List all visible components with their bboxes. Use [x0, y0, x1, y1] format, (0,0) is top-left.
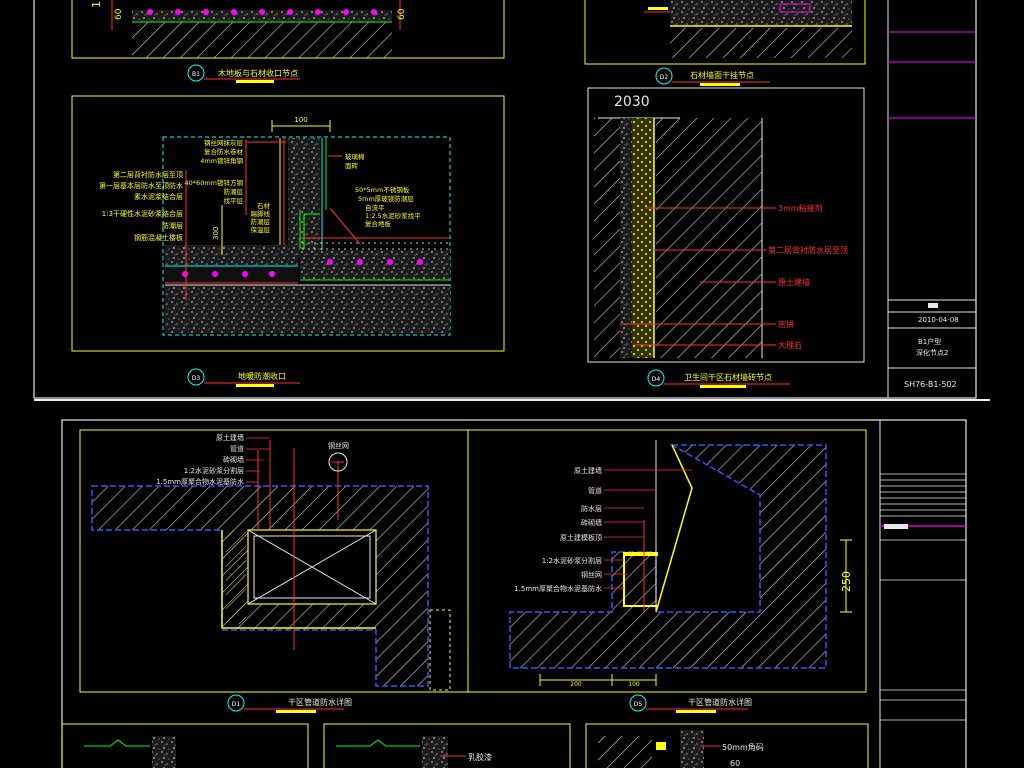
d5-label: 防水层	[581, 504, 602, 513]
d1-callout: 钢丝网	[328, 441, 349, 450]
d4-title: 卫生间干区石材墙砖节点	[684, 372, 772, 382]
d4-tag: D4	[652, 376, 661, 383]
d3-left-label: 钢筋混凝土楼板	[134, 233, 183, 242]
d1-label: 原土建墙	[216, 433, 244, 442]
d3-right-label: 复合地板	[365, 219, 392, 228]
d1-label: 管道	[230, 444, 244, 453]
d5-dim-a: 200	[570, 681, 582, 688]
d3-center-label: 40*60mm镀锌方钢	[185, 178, 244, 187]
b1-tag: B1	[192, 71, 200, 78]
d5-label: 原土建模板顶	[560, 533, 602, 542]
d5-title: 干区管道防水详图	[688, 697, 752, 707]
d3-left-label: 第二层背衬防水层至顶	[113, 170, 183, 179]
d1-label: 1:2水泥砂浆分割层	[184, 466, 244, 475]
d1-title: 干区管道防水详图	[288, 697, 352, 707]
bottom-title-block	[879, 420, 966, 768]
d5-tag: D5	[634, 701, 643, 708]
panel-d5: 原土建墙 管道 防水层 砖砌墙 原土建模板顶 1:2水泥砂浆分割层 钢丝网 1.…	[467, 429, 867, 713]
d2-tag: D2	[660, 74, 669, 81]
d3-center-label: 踢脚线	[251, 209, 271, 218]
d3-right-label: 玻璃棉	[345, 152, 365, 161]
bottom-sheet-frame	[61, 419, 967, 768]
d4-label: 第二层背衬防水层至顶	[768, 245, 848, 255]
d3-center-label: 4mm镀锌角钢	[200, 156, 243, 165]
d3-right-label: 面砖	[345, 161, 359, 170]
tb-sheet-no: SH76-B1-502	[904, 380, 957, 389]
d3-center-label: 复合防水卷材	[204, 147, 244, 156]
d5-label: 1.5mm厚聚合物水泥基防水	[514, 584, 602, 593]
d3-left-label: 1:3干硬性水泥砂浆结合层	[102, 209, 183, 218]
d3-right-label: 5mm厚玻镁防潮层	[358, 194, 414, 203]
d5-label: 1:2水泥砂浆分割层	[542, 556, 602, 565]
b1-dim-60-right: 60	[397, 8, 407, 20]
d5-labels: 原土建墙 管道 防水层 砖砌墙 原土建模板顶 1:2水泥砂浆分割层 钢丝网 1.…	[514, 466, 602, 593]
d5-dim-b: 100	[628, 681, 640, 688]
b1-title: 木地板与石材收口节点	[218, 68, 298, 78]
d3-right-label: 50*5mm不锈钢板	[355, 185, 410, 194]
d3-dim-top: 100	[294, 116, 307, 124]
d3-tag: D3	[192, 375, 201, 382]
d4-label: 原土建墙	[778, 277, 810, 287]
d1-label: 砖砌墙	[223, 455, 244, 464]
d4-label: 3mm粘接剂	[778, 203, 823, 213]
d3-center-label: 石材	[257, 201, 271, 210]
panel-b1: 110 60 60 B1 木地板与石材收口节点	[71, 0, 505, 83]
d4-dim-2030: 2030	[614, 94, 650, 110]
tb-project: B1户型	[918, 337, 941, 346]
tb-date: 2010-04-08	[918, 316, 959, 324]
d5-dim-vertical: 250	[840, 571, 853, 592]
d3-center-label: 防潮层	[251, 217, 271, 226]
top-sheet: 110 60 60 B1 木地板与石材收口节点 D2 石材墙面干挂节点	[33, 0, 990, 401]
d5-label: 钢丝网	[581, 570, 602, 579]
top-title-block: 2010-04-08 B1户型 深化节点2 SH76-B1-502	[887, 0, 977, 399]
d3-center-label: 找平层	[224, 196, 244, 205]
strip-label: 50mm角码	[722, 742, 764, 752]
d5-label: 砖砌墙	[581, 518, 602, 527]
d3-center-label: 防潮层	[224, 187, 244, 196]
d3-right-label: 自流平	[365, 203, 385, 212]
d1-label: 1.5mm厚聚合物水泥基防水	[156, 477, 244, 486]
d4-label: 大理石	[778, 340, 802, 350]
strip-label: 60	[730, 759, 740, 768]
d3-left-label: 防潮层	[162, 221, 183, 230]
d1-tag: D1	[232, 701, 241, 708]
d5-label: 管道	[588, 486, 602, 495]
d3-left-labels: 第二层背衬防水层至顶 第一层基本层防水至顶防水 素水泥浆结合层 1:3干硬性水泥…	[99, 170, 183, 242]
d3-center-labels: 钢丝网抹灰层 复合防水卷材 4mm镀锌角钢 40*60mm镀锌方钢 防潮层 找平…	[185, 138, 271, 234]
panel-d2: D2 石材墙面干挂节点	[584, 0, 866, 86]
d3-center-label: 保温层	[251, 225, 271, 234]
bottom-sheet: 原土建墙 管道 砖砌墙 1:2水泥砂浆分割层 1.5mm厚聚合物水泥基防水 钢丝…	[61, 419, 967, 768]
panel-d3: 100 300 第二层背衬	[71, 95, 505, 387]
d3-right-label: 1:2.5水泥砂浆找平	[365, 211, 421, 220]
d3-center-label: 钢丝网抹灰层	[204, 138, 244, 147]
d3-dim-side: 300	[212, 227, 220, 240]
d4-label: 密拼	[778, 319, 794, 329]
d5-label: 原土建墙	[574, 466, 602, 475]
panel-d1: 原土建墙 管道 砖砌墙 1:2水泥砂浆分割层 1.5mm厚聚合物水泥基防水 钢丝…	[79, 429, 469, 713]
d3-title: 地暖防潮收口	[238, 371, 286, 381]
d3-left-label: 第一层基本层防水至顶防水	[99, 181, 183, 190]
d3-right-labels: 玻璃棉 面砖 50*5mm不锈钢板 5mm厚玻镁防潮层 自流平 1:2.5水泥砂…	[345, 152, 421, 228]
d4-labels: 3mm粘接剂 第二层背衬防水层至顶 原土建墙 密拼 大理石	[768, 203, 848, 350]
d3-left-label: 素水泥浆结合层	[134, 192, 183, 201]
bottom-detail-strip: 乳胶漆 50mm角码 60	[61, 723, 869, 768]
strip-label: 乳胶漆	[468, 752, 492, 762]
d2-title: 石材墙面干挂节点	[690, 70, 754, 80]
b1-dim-60-left: 60	[114, 8, 124, 20]
d1-labels: 原土建墙 管道 砖砌墙 1:2水泥砂浆分割层 1.5mm厚聚合物水泥基防水	[156, 433, 244, 486]
b1-dim-110: 110	[90, 0, 103, 8]
panel-d4: 2030 3mm粘接剂 第二层背衬防水层至顶 原土建墙 密拼 大理石	[587, 87, 865, 388]
tb-sheet-name: 深化节点2	[916, 348, 948, 357]
